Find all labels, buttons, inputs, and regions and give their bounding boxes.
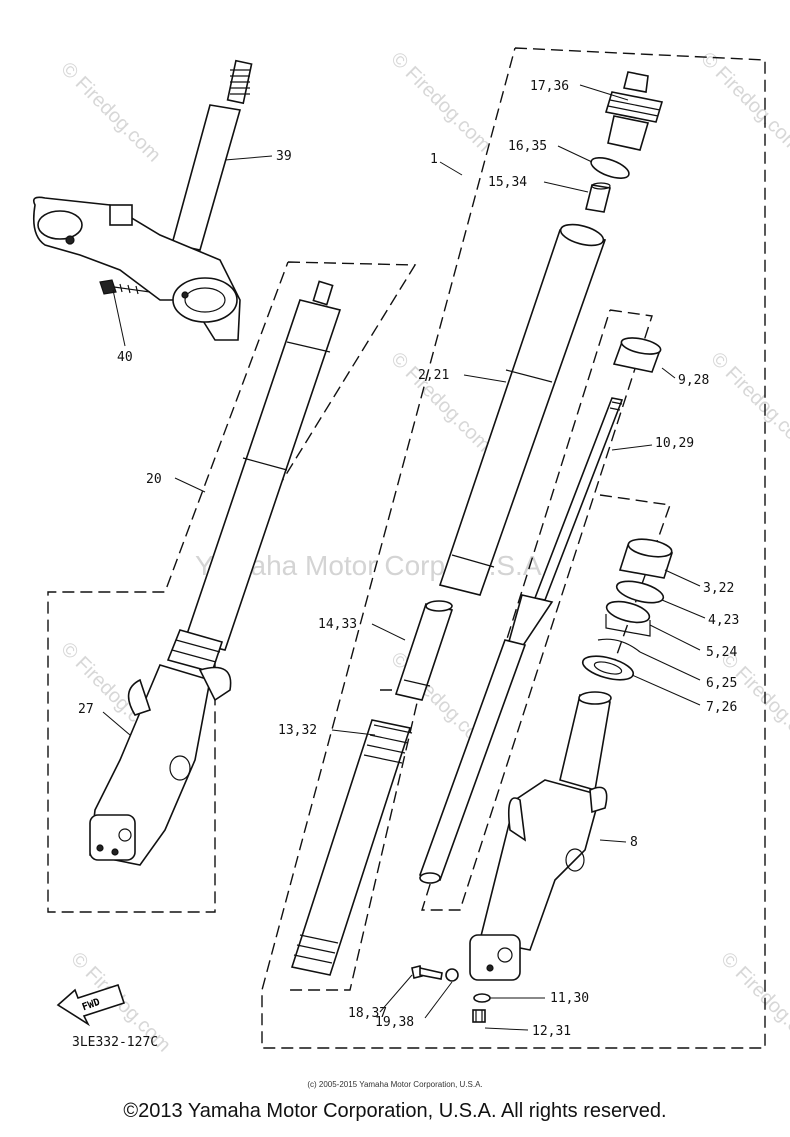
clip-6-25 [597,638,641,653]
callout-6-25: 6,25 [706,676,737,691]
callout-1: 1 [430,152,438,167]
callout-18-37: 18,37 [348,1006,387,1021]
seal-5-24 [605,600,651,637]
callout-11-30: 11,30 [550,991,589,1006]
callout-27: 27 [78,702,94,717]
callout-8: 8 [630,835,638,850]
callout-13-32: 13,32 [278,723,317,738]
gasket-11-30 [473,993,491,1003]
assembly-20-outline [47,261,417,913]
callout-40: 40 [117,350,133,365]
watermark: © Firedog.com [696,48,790,157]
collar-15-34 [585,182,611,213]
watermark: © Firedog.com [716,948,790,1057]
diagram-code: 3LE332-127C [72,1035,158,1050]
fwd-arrow-icon: FWD [56,983,126,1027]
callout-2-21: 2,21 [418,368,449,383]
callout-10-29: 10,29 [655,436,694,451]
callout-9-28: 9,28 [678,373,709,388]
callout-17-36: 17,36 [530,79,569,94]
dust-seal-7-26 [581,655,635,681]
drain-bolt-12-31 [472,1009,486,1023]
watermark: © Firedog.com [56,58,165,167]
damper-rod-10-29 [418,397,624,884]
callout-7-26: 7,26 [706,700,737,715]
steering-stem-39 [32,59,253,341]
oil-seal-3-22 [618,538,674,579]
callout-20: 20 [146,472,162,487]
callout-3-22: 3,22 [703,581,734,596]
callout-labels: 39 40 20 27 1 17,36 16,35 15,34 2,21 9,2… [72,79,739,1050]
bolt-40 [99,279,151,295]
small-copyright: (c) 2005-2015 Yamaha Motor Corporation, … [307,1080,483,1089]
callout-19-38: 19,38 [375,1015,414,1030]
callout-12-31: 12,31 [532,1024,571,1039]
callout-4-23: 4,23 [708,613,739,628]
left-fork-assembly [89,280,342,866]
watermark: © Firedog.com [386,48,495,157]
washer-4-23 [615,580,665,604]
bolt-18-37 [411,965,443,980]
inner-outline-rod [421,309,653,911]
leader-lines [102,84,706,1031]
callout-16-35: 16,35 [508,139,547,154]
fork-spring-13-32 [290,719,413,976]
inner-tube-2-21 [438,223,607,596]
spacer-14-33 [394,600,454,701]
cap-bolt-17-36 [604,71,664,151]
o-ring-16-35 [590,157,630,179]
bushing-9-28 [612,337,662,373]
assembly-1-outline [261,47,766,1049]
callout-5-24: 5,24 [706,645,737,660]
callout-15-34: 15,34 [488,175,527,190]
watermark: © Firedog.com [386,348,495,457]
watermark: © Firedog.com [706,348,790,457]
callout-39: 39 [276,149,292,164]
footer-copyright: ©2013 Yamaha Motor Corporation, U.S.A. A… [123,1100,667,1122]
callout-14-33: 14,33 [318,617,357,632]
outer-tube-8 [469,691,612,981]
washer-19-38 [445,968,459,982]
